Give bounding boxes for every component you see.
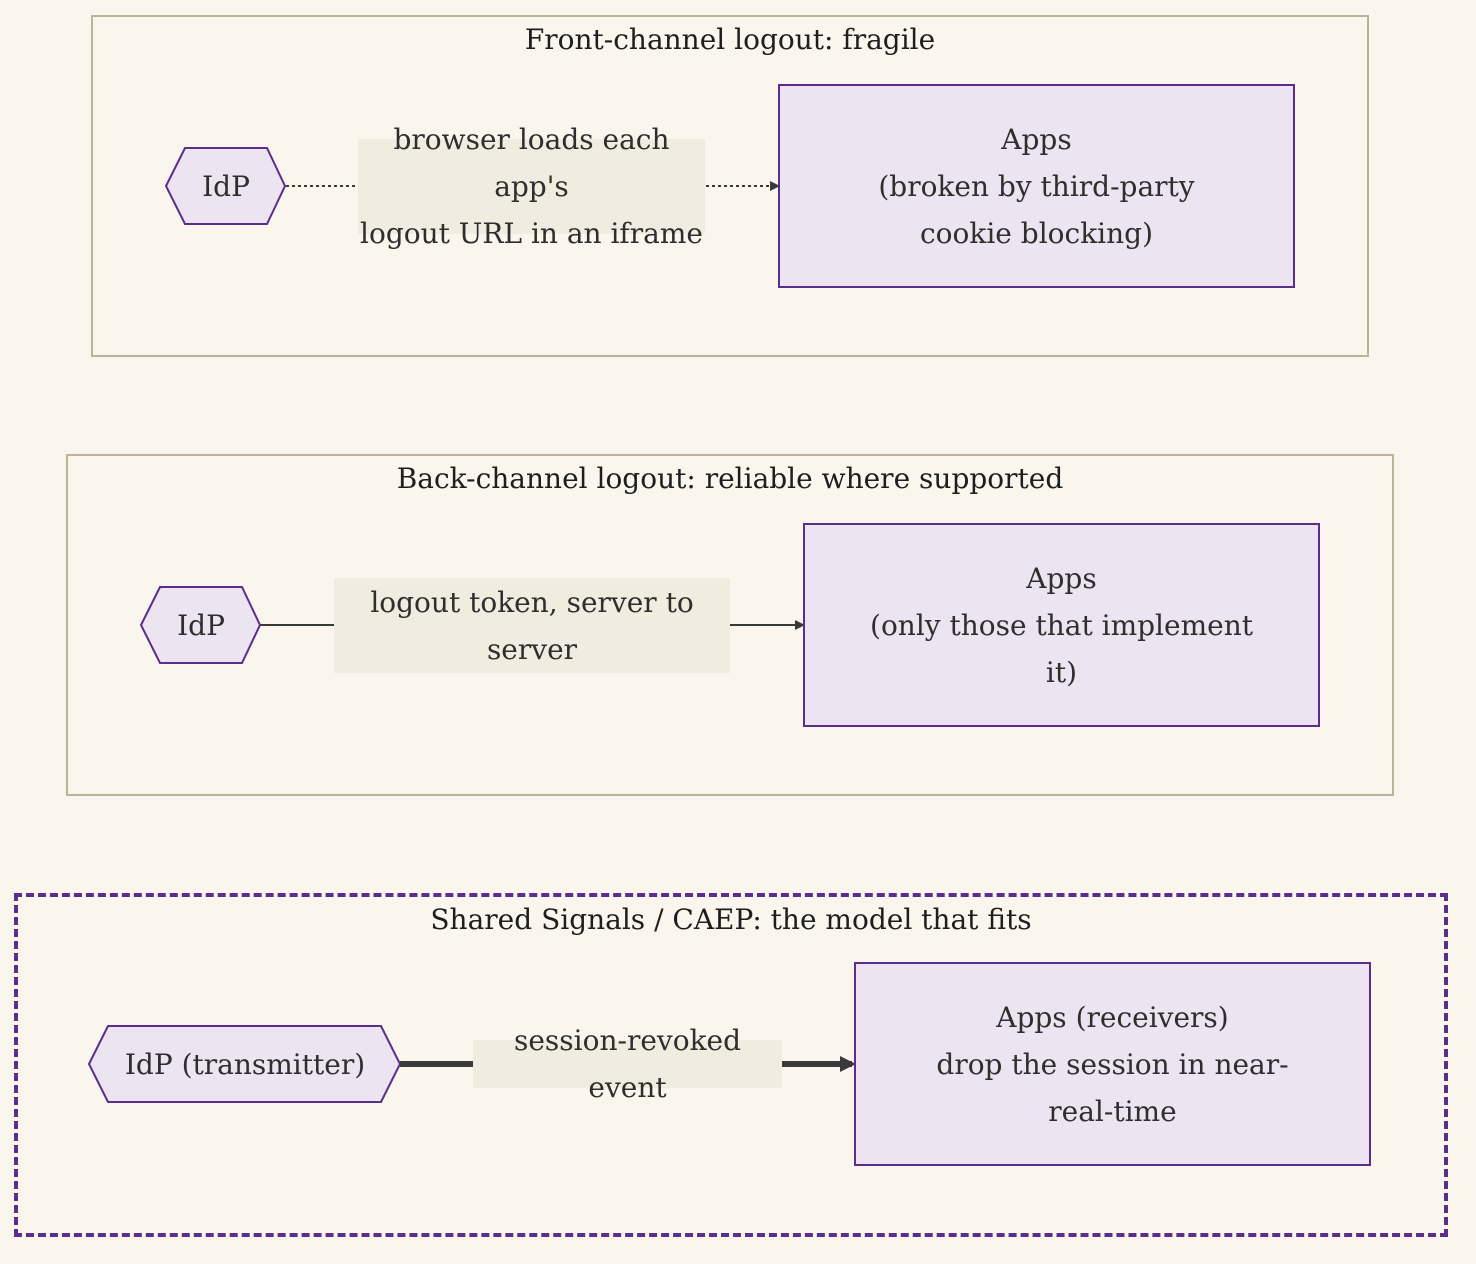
idp-label: IdP bbox=[177, 608, 225, 642]
apps-node: Apps (only those that implement it) bbox=[803, 523, 1320, 727]
apps-node: Apps (broken by third-party cookie block… bbox=[778, 84, 1295, 288]
group-title: Back-channel logout: reliable where supp… bbox=[396, 462, 1064, 495]
back-channel-group: Back-channel logout: reliable where supp… bbox=[66, 454, 1394, 796]
idp-transmitter-label: IdP (transmitter) bbox=[124, 1047, 366, 1081]
group-title: Shared Signals / CAEP: the model that fi… bbox=[430, 903, 1032, 936]
idp-label: IdP bbox=[202, 169, 250, 203]
apps-receivers-node: Apps (receivers) drop the session in nea… bbox=[854, 962, 1371, 1166]
front-channel-group: Front-channel logout: fragile bbox=[91, 15, 1369, 357]
edge-label: session-revoked event bbox=[473, 1024, 782, 1104]
hexagon-shape bbox=[164, 147, 287, 225]
hexagon-shape bbox=[87, 1025, 402, 1103]
hexagon-shape bbox=[139, 586, 262, 664]
shared-signals-group: Shared Signals / CAEP: the model that fi… bbox=[14, 893, 1448, 1237]
edge-label: logout token, server to server bbox=[334, 578, 730, 673]
edge-label: browser loads each app's logout URL in a… bbox=[358, 123, 705, 250]
group-title: Front-channel logout: fragile bbox=[524, 23, 936, 56]
idp-node: IdP bbox=[164, 147, 287, 225]
idp-node: IdP bbox=[139, 586, 262, 664]
idp-transmitter-node: IdP (transmitter) bbox=[87, 1025, 402, 1103]
